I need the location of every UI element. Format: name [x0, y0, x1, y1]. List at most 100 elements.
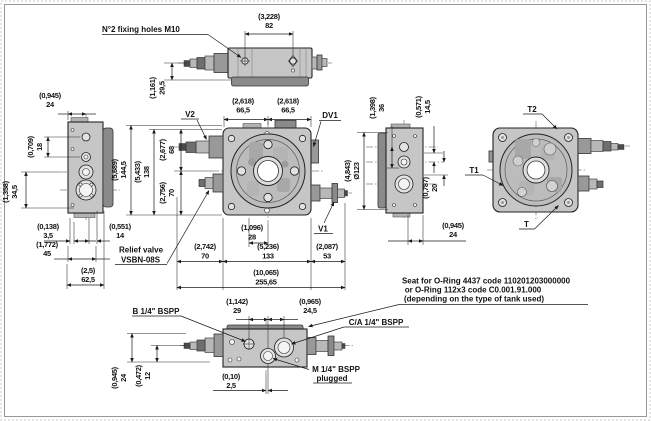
dim-text: 12 — [143, 372, 152, 380]
dim-text: 34,5 — [10, 185, 19, 199]
relief-valve-port — [212, 173, 224, 193]
dim-text: 62,5 — [81, 275, 95, 284]
dim-text: (10,065) — [253, 268, 279, 277]
v1-label: V1 — [318, 225, 328, 234]
dim-left-34: (1,358) 34,5 — [1, 171, 74, 209]
dim-text: 144,5 — [119, 161, 128, 178]
dim-text: (0,551) — [109, 222, 131, 231]
dim-text: (3,228) — [258, 12, 280, 21]
dim-text: (0,965) — [299, 297, 321, 306]
dim-text: (0,472) — [134, 364, 143, 386]
dim-text: 133 — [262, 252, 274, 261]
dim-text: 66,5 — [281, 106, 295, 115]
dim-bottom-2-5: (0,10) 2,5 — [213, 364, 288, 394]
dim-text: 2,5 — [226, 381, 236, 390]
leader-line — [166, 190, 210, 264]
dim-text: (2,618) — [277, 97, 299, 106]
dim-bottom-left-heights: (0,945) 24 (0,472) 12 — [110, 333, 210, 389]
dim-text: (0,945) — [110, 366, 119, 388]
dim-text: 24 — [449, 230, 458, 239]
dim-front-bottom: (1,096) 28 (2,742) 70 (5,236) 133 (2,087… — [176, 197, 346, 290]
dim-left-45: (1,772) 45 — [36, 240, 110, 262]
dim-text: 28 — [248, 233, 256, 242]
dim-text: 29 — [233, 306, 241, 315]
dim-text: (1,142) — [226, 297, 248, 306]
dim-text: (0,571) — [414, 95, 423, 117]
v1-callout: V1 — [314, 201, 335, 234]
m-port-label-2: plugged — [316, 374, 347, 383]
relief-valve-label-2: VSBN-08S — [121, 256, 161, 265]
t1-label: T1 — [469, 166, 479, 175]
dim-text: 18 — [35, 143, 44, 151]
dim-text: 36 — [377, 104, 386, 112]
v2-callout: V2 — [181, 110, 207, 140]
dim-front-left-heights: (5,689) 144,5 (5,433) 138 (2,677) 68 (2,… — [110, 125, 222, 216]
rear-lower-port — [577, 175, 590, 192]
dim-text: Ø123 — [352, 162, 361, 179]
dim-top-width: (3,228) 82 — [244, 12, 294, 56]
dim-text: (1,772) — [36, 240, 58, 249]
dim-text: (0,10) — [222, 372, 241, 381]
bottom-view — [180, 320, 354, 374]
dim-right-36: (1,398) 36 — [368, 96, 399, 169]
left-view-flange — [102, 127, 114, 208]
leader-line — [312, 121, 322, 147]
dim-text: (4,843) — [343, 159, 352, 181]
dim-right-24: (0,945) 24 — [388, 215, 466, 245]
relief-valve-callout: Relief valve VSBN-08S — [115, 190, 210, 265]
inner-border — [4, 4, 647, 417]
m-port-callout: M 1/4" BSPP plugged — [272, 357, 361, 384]
dim-text: 70 — [201, 252, 209, 261]
fixing-holes-callout: N°2 fixing holes M10 — [102, 25, 242, 58]
dim-left-14: (0,551) 14 — [79, 211, 132, 244]
dim-text: 82 — [265, 21, 273, 30]
dim-bottom-29-24-5: (1,142) 29 (0,965) 24,5 — [226, 297, 322, 348]
dim-right-123: (4,843) Ø123 — [343, 132, 388, 210]
dv1-callout: DV1 — [312, 111, 341, 147]
rear-shaft — [577, 138, 592, 154]
t-callout: T — [519, 205, 559, 230]
v2-port — [208, 135, 224, 159]
dim-text: (2,756) — [158, 181, 167, 203]
dim-text: (5,433) — [133, 160, 142, 182]
dim-text: (2,677) — [158, 138, 167, 160]
dim-text: 45 — [43, 249, 51, 258]
dim-text: (2,5) — [81, 266, 96, 275]
dim-text: (2,087) — [316, 242, 338, 251]
v2-label: V2 — [185, 110, 195, 119]
ca-port-callout: C/A 1/4" BSPP — [291, 318, 409, 345]
dim-text: 53 — [323, 252, 331, 261]
dim-text: 66,5 — [236, 106, 250, 115]
leader-line — [323, 201, 335, 224]
right-side-view — [366, 120, 444, 219]
oring-note-line-2: or O-Ring 112x3 code C0.001.91.000 — [405, 286, 542, 295]
dim-text: (0,945) — [39, 91, 61, 100]
dim-text: (1,358) — [1, 180, 10, 202]
dim-right-14-5: (0,571) 14,5 — [414, 95, 443, 173]
dim-text: 24 — [119, 373, 128, 382]
dim-text: 14,5 — [423, 100, 432, 114]
fixing-hole-right — [289, 57, 297, 65]
dim-left-18: (0,709) 18 — [26, 135, 80, 158]
dim-text: (2,742) — [194, 242, 216, 251]
dim-front-top-66-5: (2,618) 66,5 (2,618) 66,5 — [223, 97, 312, 127]
dim-text: (0,138) — [37, 222, 59, 231]
ca-port-label: C/A 1/4" BSPP — [349, 318, 404, 327]
left-side-view — [60, 114, 120, 220]
dim-text: (0,787) — [421, 176, 430, 198]
top-view — [178, 47, 332, 87]
dim-text: (5,236) — [257, 242, 279, 251]
oring-note: Seat for O-Ring 4437 code 11020120300000… — [308, 277, 588, 328]
leader-line — [541, 113, 558, 130]
leader-line — [291, 326, 345, 345]
dim-text: (0,709) — [26, 135, 35, 157]
dim-text: (1,161) — [148, 76, 157, 98]
b-port-callout: B 1/4" BSPP — [132, 307, 246, 342]
dim-text: 29,5 — [158, 81, 167, 95]
top-view-collar — [231, 76, 309, 87]
dim-text: (1,096) — [241, 223, 263, 232]
dim-text: 3,5 — [43, 231, 53, 240]
leader-line — [534, 205, 559, 230]
